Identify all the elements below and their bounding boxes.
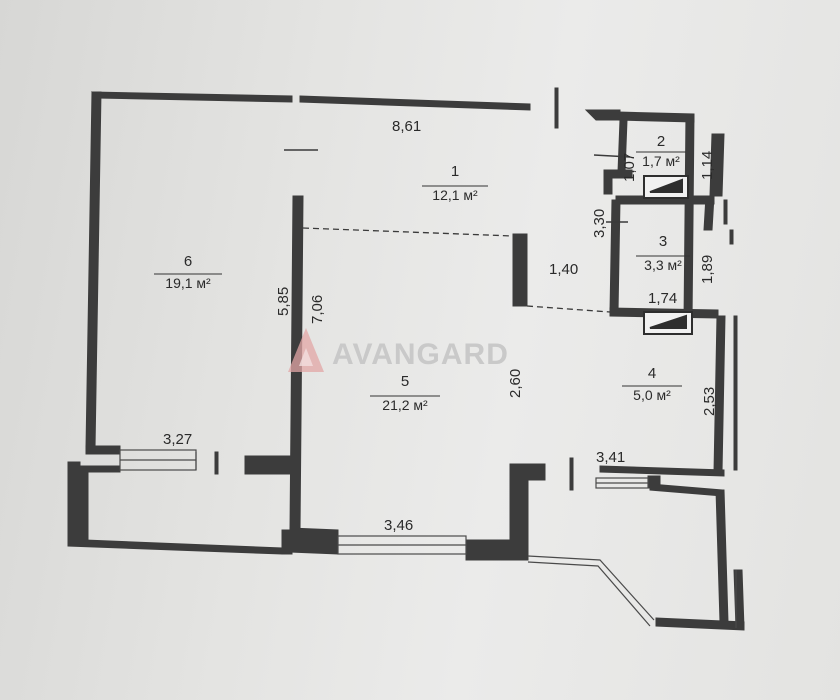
- dim-room4-bottom: 3,41: [596, 449, 625, 466]
- room-1-number: 1: [451, 163, 459, 180]
- partitions: [302, 227, 611, 313]
- dim-room5-inner: 2,60: [507, 369, 524, 398]
- room-2-number: 2: [657, 133, 665, 150]
- dim-room6-bottom: 3,27: [163, 431, 192, 448]
- dim-corridor: 1,40: [549, 261, 578, 278]
- windows: [119, 449, 737, 628]
- dim-room5-bottom: 3,46: [384, 517, 413, 534]
- room-6-area: 19,1 м²: [165, 275, 211, 291]
- room-labels: 1 12,1 м² 2 1,7 м² 3 3,3 м² 4 5,0 м² 5 2…: [154, 133, 690, 413]
- dim-top-width: 8,61: [392, 118, 421, 135]
- dim-wall-6-5: 5,85: [275, 287, 292, 316]
- room-3-area: 3,3 м²: [644, 257, 682, 273]
- dim-room2-right: 1,14: [699, 151, 716, 180]
- dim-room3-left: 3,30: [591, 209, 608, 238]
- brand-name: AVANGARD: [332, 338, 509, 371]
- dim-room2-left: 1,07: [621, 153, 638, 182]
- room-5-area: 21,2 м²: [382, 397, 428, 413]
- dimension-labels: 8,61 1,07 1,14 3,30 1,89 1,74 1,40 5,85 …: [163, 118, 718, 534]
- walls: [67, 87, 745, 631]
- dim-room5-left: 7,06: [309, 295, 326, 324]
- marks: [284, 149, 631, 223]
- dim-room4-right: 2,53: [701, 387, 718, 416]
- room-4-number: 4: [648, 365, 656, 382]
- room-5-number: 5: [401, 373, 409, 390]
- room-3-number: 3: [659, 233, 667, 250]
- room-6-number: 6: [184, 253, 192, 270]
- vent-shafts: [643, 175, 693, 335]
- avangard-logo: AVANGARD: [288, 328, 509, 372]
- room-4-area: 5,0 м²: [633, 387, 671, 403]
- dim-room3-right: 1,89: [699, 255, 716, 284]
- room-1-area: 12,1 м²: [432, 187, 478, 203]
- room-2-area: 1,7 м²: [642, 153, 680, 169]
- dim-room3-bottom: 1,74: [648, 290, 677, 307]
